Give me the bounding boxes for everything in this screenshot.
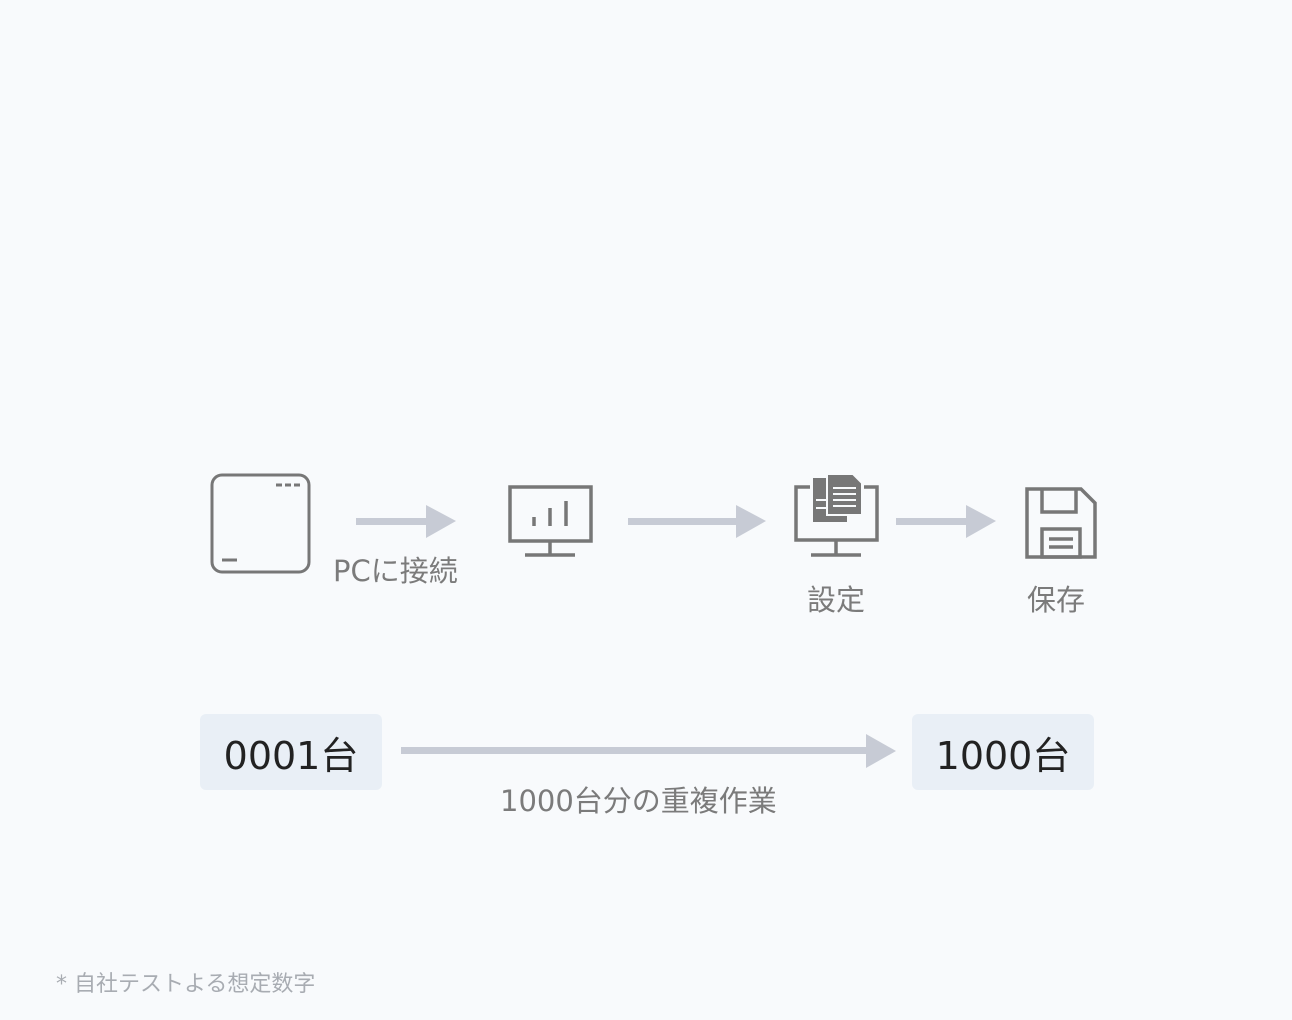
end-count-box: 1000台 bbox=[912, 714, 1094, 790]
start-count-box: 0001台 bbox=[200, 714, 382, 790]
step-save-label: 保存 bbox=[1027, 583, 1086, 617]
arrow-2 bbox=[628, 505, 766, 538]
device-icon bbox=[210, 473, 311, 574]
monitor-chart-icon bbox=[508, 485, 593, 557]
repeat-work-caption: 1000台分の重複作業 bbox=[500, 784, 777, 818]
step-settings-label: 設定 bbox=[807, 583, 866, 617]
arrow-3 bbox=[896, 505, 996, 538]
footnote: * 自社テストよる想定数字 bbox=[56, 972, 316, 997]
monitor-documents-icon bbox=[794, 473, 879, 557]
arrow-1 bbox=[356, 505, 456, 538]
step-connect-label: PCに接続 bbox=[333, 554, 458, 588]
save-floppy-icon bbox=[1025, 487, 1097, 559]
long-arrow bbox=[401, 734, 896, 768]
